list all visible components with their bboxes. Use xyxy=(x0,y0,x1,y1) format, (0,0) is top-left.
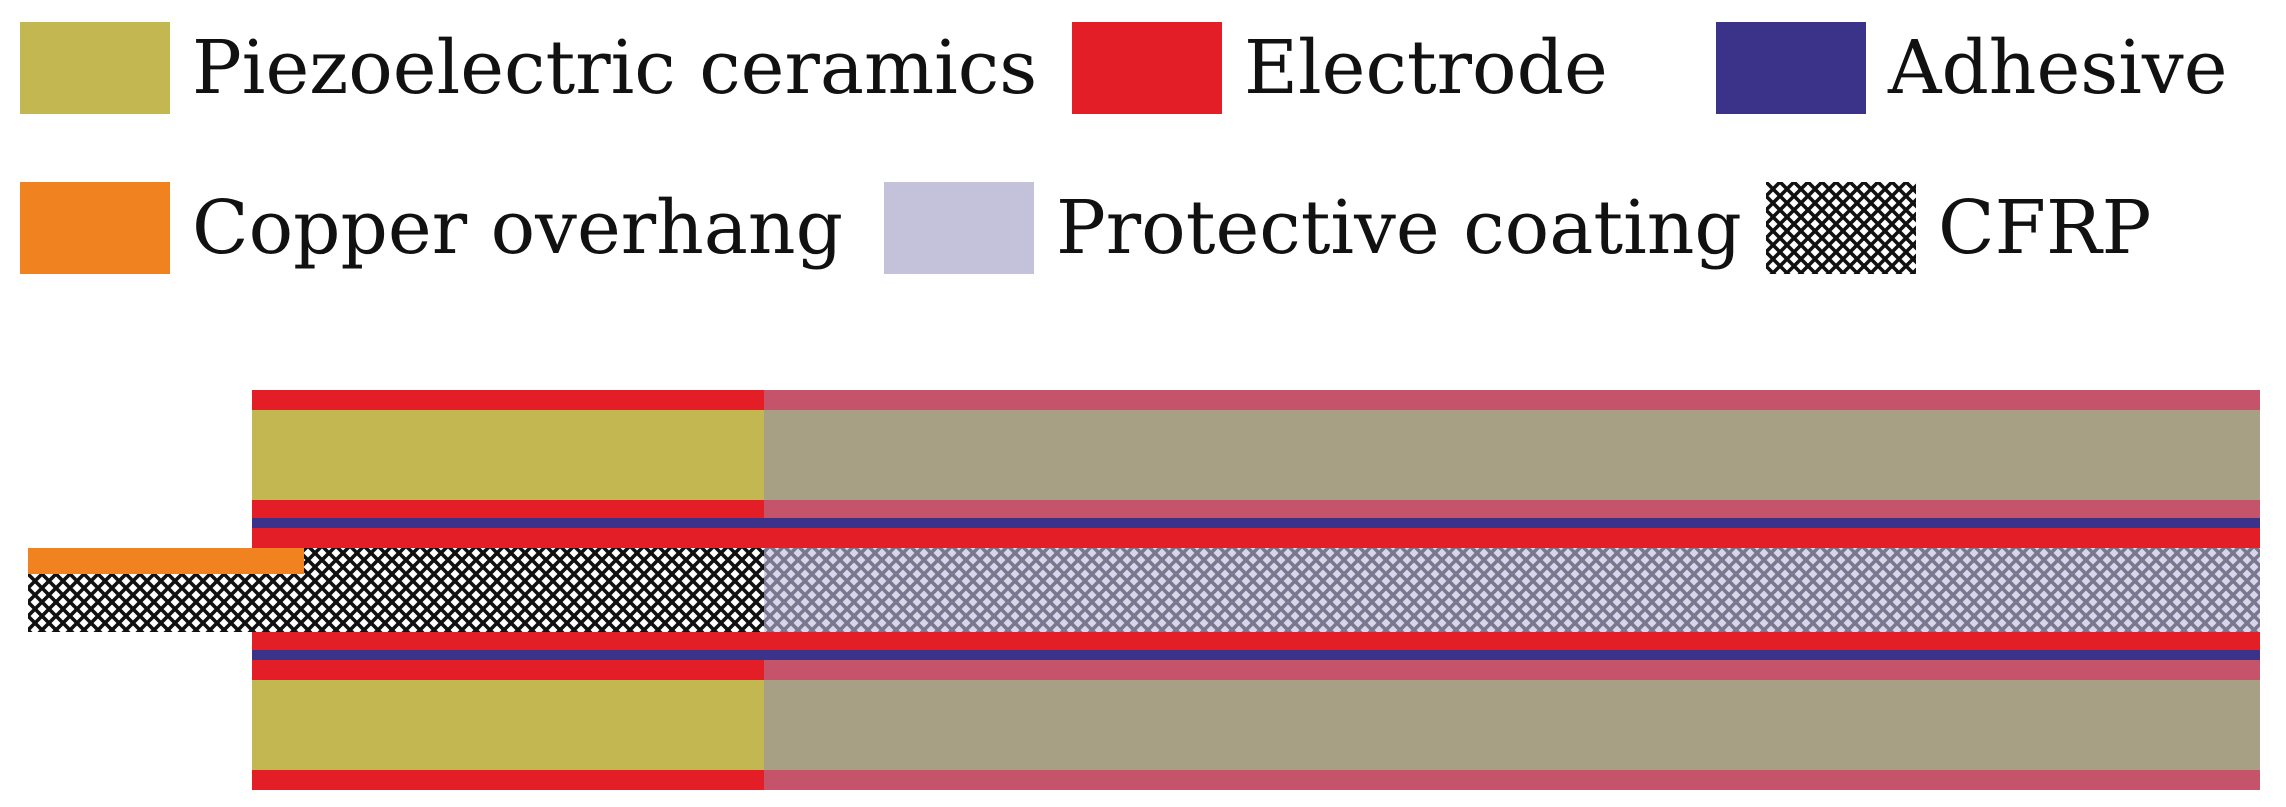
legend-swatch-adhesive xyxy=(1716,22,1866,114)
legend-swatch-cfrp xyxy=(1766,182,1916,274)
top-piezoelectric-ceramic-coated xyxy=(764,410,2260,500)
cfrp-core-coated xyxy=(764,548,2260,632)
legend-label-electrode: Electrode xyxy=(1244,25,1608,111)
bottom-bond-electrode xyxy=(252,632,764,650)
legend-swatch-electrode xyxy=(1072,22,1222,114)
bottom-outer-electrode xyxy=(252,770,764,790)
top-piezoelectric-ceramic xyxy=(252,410,764,500)
top-bond-electrode-coated xyxy=(764,528,2260,548)
top-bond-electrode xyxy=(252,528,764,548)
copper-overhang xyxy=(28,548,304,574)
legend-label-copper-overhang: Copper overhang xyxy=(192,185,843,271)
legend-label-piezoelectric-ceramics: Piezoelectric ceramics xyxy=(192,25,1038,111)
top-outer-electrode xyxy=(252,390,764,410)
bottom-inner-electrode-coated xyxy=(764,660,2260,680)
top-inner-electrode-coated xyxy=(764,500,2260,518)
legend-swatch-protective-coating xyxy=(884,182,1034,274)
bottom-adhesive-coated xyxy=(764,650,2260,660)
legend-label-cfrp: CFRP xyxy=(1938,185,2152,271)
legend-label-protective-coating: Protective coating xyxy=(1056,185,1742,271)
top-inner-electrode xyxy=(252,500,764,518)
top-adhesive xyxy=(252,518,764,528)
bottom-piezoelectric-ceramic xyxy=(252,680,764,770)
bottom-inner-electrode xyxy=(252,660,764,680)
top-outer-electrode-coated xyxy=(764,390,2260,410)
legend-label-adhesive: Adhesive xyxy=(1888,25,2228,111)
bottom-bond-electrode-coated xyxy=(764,632,2260,650)
legend-swatch-piezoelectric-ceramics xyxy=(20,22,170,114)
bottom-piezoelectric-ceramic-coated xyxy=(764,680,2260,770)
top-adhesive-coated xyxy=(764,518,2260,528)
bottom-adhesive xyxy=(252,650,764,660)
legend-swatch-copper-overhang xyxy=(20,182,170,274)
bottom-outer-electrode-coated xyxy=(764,770,2260,790)
